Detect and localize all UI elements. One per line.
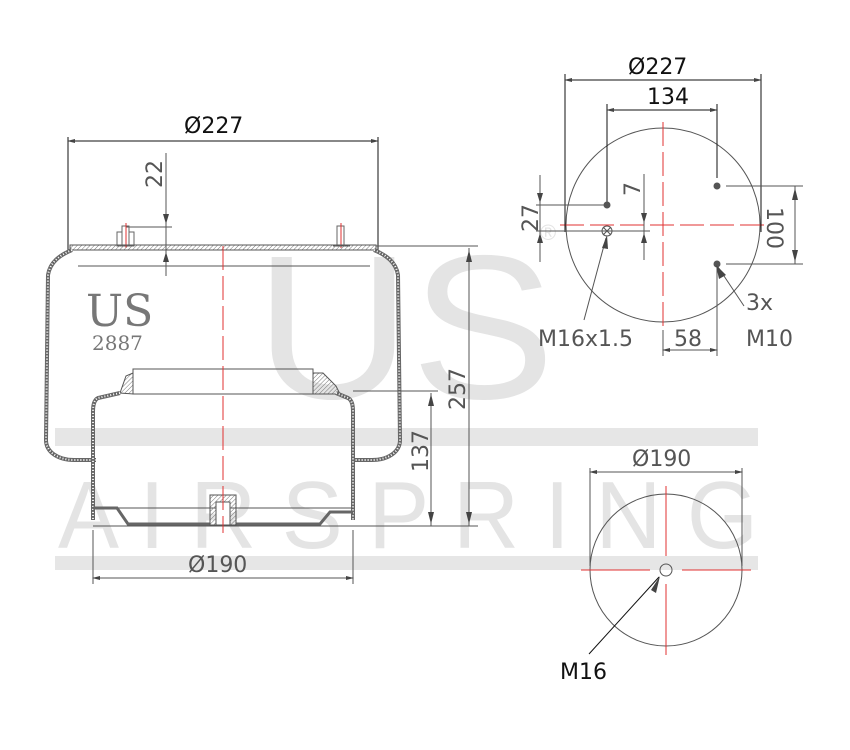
watermark: US ® A I R S P R I N G [55, 213, 758, 570]
bottom-diameter-label: Ø190 [632, 447, 691, 472]
top-studs-count-callout: 3x [746, 291, 773, 316]
top-stud-vertical-spacing-label: 100 [761, 207, 786, 249]
side-overall-height-label: 257 [446, 368, 471, 410]
top-inlet-offset-label: 7 [621, 182, 646, 196]
top-outer-diameter-label: Ø227 [628, 55, 687, 80]
side-top-diameter-label: Ø227 [184, 114, 243, 139]
top-studs-thread-callout: M10 [746, 327, 793, 352]
watermark-bottom-bar [55, 556, 758, 570]
side-brand-mark: US [86, 286, 153, 337]
side-plate-height-label: 22 [143, 160, 168, 188]
top-air-inlet-callout: M16x1.5 [538, 327, 633, 352]
bottom-center-thread-callout: M16 [560, 660, 607, 685]
bottom-view: Ø190 M16 [560, 447, 751, 685]
top-view: Ø227 134 27 7 100 [519, 55, 803, 356]
side-piston-height-label: 137 [409, 430, 434, 472]
top-stud-horizontal-offset-label: 58 [674, 327, 702, 352]
side-view: Ø227 22 US 2887 [43, 114, 478, 584]
watermark-tagline: A I R S P R I N G [58, 462, 758, 569]
side-part-number: 2887 [92, 331, 143, 355]
watermark-logo: US [255, 213, 555, 442]
side-piston-diameter-label: Ø190 [188, 553, 247, 578]
top-left-offset-label: 27 [519, 204, 544, 232]
watermark-registered-mark: ® [540, 220, 556, 245]
top-stud-spacing-label: 134 [647, 85, 689, 110]
watermark-top-bar [55, 428, 758, 446]
